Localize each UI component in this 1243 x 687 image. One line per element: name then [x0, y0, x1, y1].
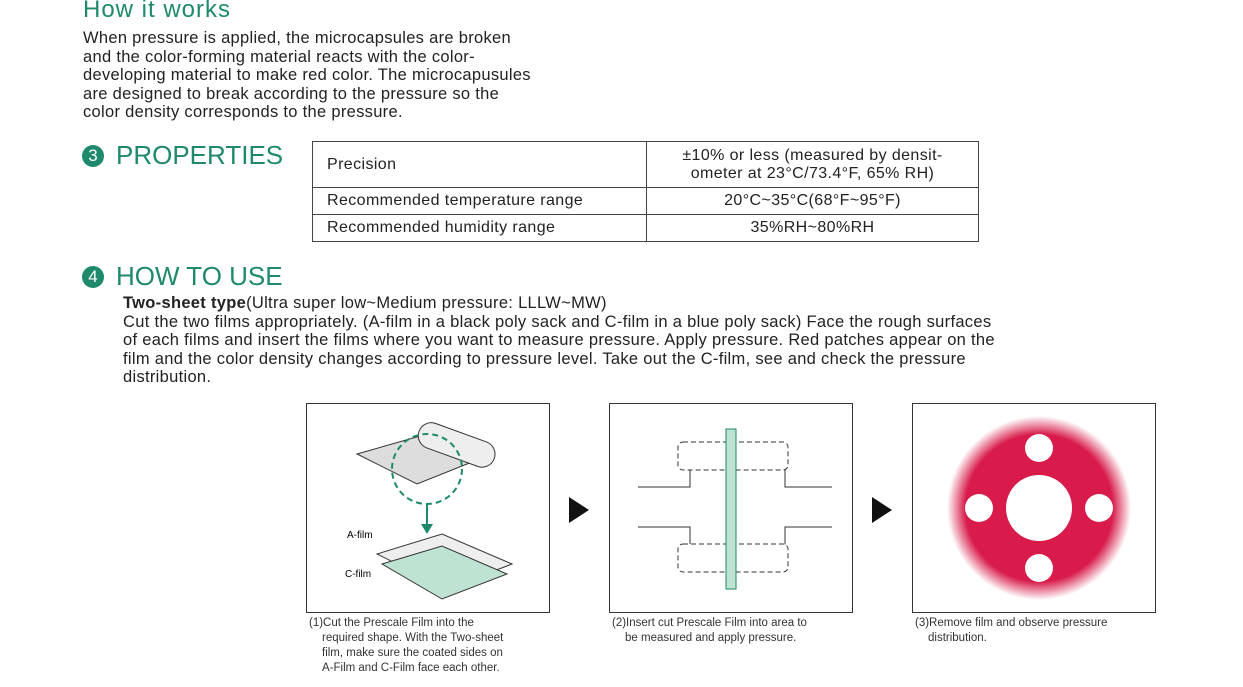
table-row: Precision±10% or less (measured by densi…	[312, 141, 979, 188]
caption-step-3: (3)Remove film and observe pressure dist…	[915, 616, 1107, 646]
next-arrow-icon	[569, 497, 589, 523]
table-cell-label: Recommended humidity range	[312, 214, 647, 242]
how-it-works-text: When pressure is applied, the microcapsu…	[83, 29, 531, 122]
table-cell-label: Recommended temperature range	[312, 187, 647, 215]
value-line: ometer at 23°C/73.4°F, 65% RH)	[690, 164, 935, 182]
table-cell-value: ±10% or less (measured by densit-ometer …	[646, 141, 979, 188]
text-line: Cut the two films appropriately. (A-film…	[123, 312, 992, 331]
caption-line: (1)Cut the Prescale Film into the	[309, 617, 474, 629]
insert-film-illustration	[638, 428, 832, 590]
text-line: developing material to make red color. T…	[83, 66, 531, 84]
subtitle-bold: Two-sheet type	[123, 294, 247, 312]
properties-heading: 3 PROPERTIES	[82, 140, 283, 171]
caption-line: A-Film and C-Film face each other.	[322, 662, 500, 674]
c-film-label: C-film	[345, 569, 371, 580]
section-title: HOW TO USE	[116, 261, 283, 291]
figure-cut-film: A-film C-film	[306, 403, 550, 613]
text-line: are designed to break according to the p…	[83, 84, 500, 103]
properties-table: Precision±10% or less (measured by densi…	[312, 141, 979, 242]
caption-step-1: (1)Cut the Prescale Film into the requir…	[309, 616, 503, 676]
table-cell-label: Precision	[312, 141, 647, 188]
table-cell-value: 35%RH~80%RH	[646, 214, 979, 242]
caption-line: (3)Remove film and observe pressure	[915, 617, 1108, 629]
text-line: distribution.	[123, 368, 212, 386]
how-to-use-text: Two-sheet type(Ultra super low~Medium pr…	[123, 294, 995, 387]
how-it-works-heading: How it works	[83, 0, 232, 23]
pressure-result-illustration	[947, 416, 1131, 600]
next-arrow-icon	[872, 497, 892, 523]
section-title: PROPERTIES	[116, 140, 284, 170]
figure-result	[912, 403, 1156, 613]
text-line: When pressure is applied, the microcapsu…	[83, 29, 511, 47]
section-number-badge: 4	[82, 266, 104, 288]
text-line: film and the color density changes accor…	[123, 349, 966, 368]
text-line: and the color-forming material reacts wi…	[83, 47, 475, 66]
section-number-badge: 3	[82, 145, 104, 167]
caption-line: be measured and apply pressure.	[625, 632, 797, 644]
caption-line: (2)Insert cut Prescale Film into area to	[612, 617, 807, 629]
caption-line: distribution.	[928, 632, 987, 644]
caption-line: film, make sure the coated sides on	[322, 647, 503, 659]
figure-insert-film	[609, 403, 853, 613]
subtitle: Two-sheet type(Ultra super low~Medium pr…	[123, 294, 995, 313]
subtitle-rest: (Ultra super low~Medium pressure: LLLW~M…	[246, 294, 607, 312]
cut-film-illustration: A-film C-film	[345, 422, 514, 600]
a-film-label: A-film	[347, 530, 373, 541]
how-to-use-heading: 4 HOW TO USE	[82, 261, 283, 292]
caption-step-2: (2)Insert cut Prescale Film into area to…	[612, 616, 807, 646]
caption-line: required shape. With the Two-sheet	[322, 632, 504, 644]
text-line: color density corresponds to the pressur…	[83, 103, 403, 121]
text-line: of each films and insert the films where…	[123, 331, 995, 349]
table-cell-value: 20°C~35°C(68°F~95°F)	[646, 187, 979, 215]
value-line: ±10% or less (measured by densit-	[682, 146, 943, 164]
